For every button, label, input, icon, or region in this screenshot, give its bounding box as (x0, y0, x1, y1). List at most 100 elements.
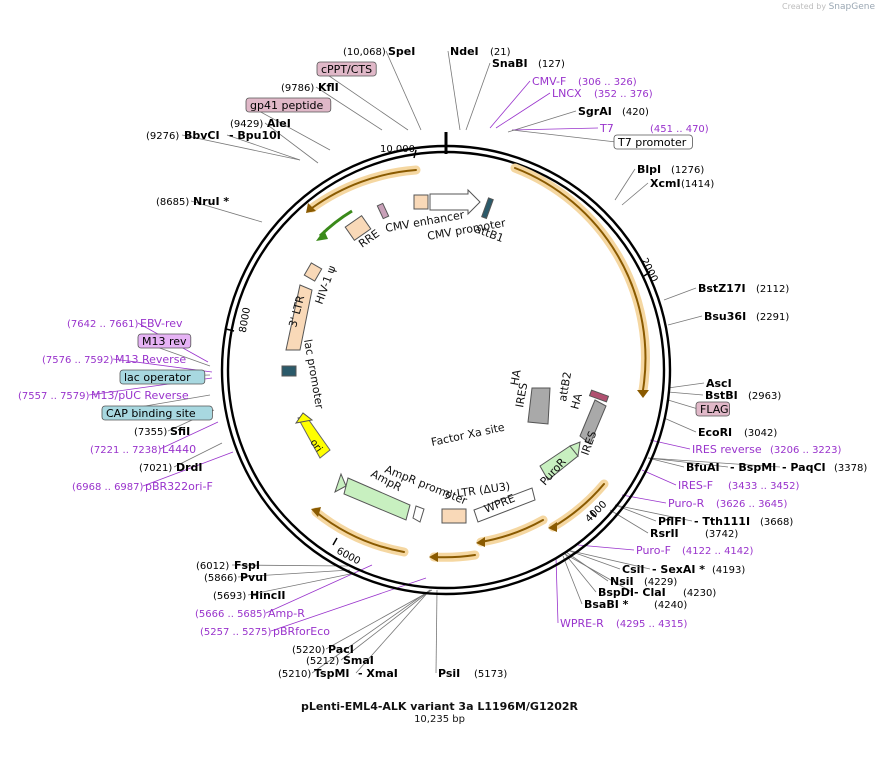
sgrai-position: (420) (622, 107, 649, 118)
tick-label-2000: 2000 (638, 256, 659, 284)
cap-binding-site-tag-box (101, 405, 213, 421)
bbvci-leader (181, 134, 301, 161)
orf-halo-5 (311, 507, 409, 557)
sgrai-label: SgrAI (578, 105, 612, 118)
rsrii-leader (609, 509, 649, 534)
bsabi-position: (4240) (654, 600, 687, 611)
bstz17i-leader (663, 287, 697, 301)
tth111i-position: (3668) (760, 517, 793, 528)
pflfi-leader (614, 504, 657, 522)
bsu36i-label: Bsu36I (704, 310, 746, 323)
cppt-cts-leader (318, 68, 409, 131)
gp41-peptide-tag-box (245, 97, 332, 113)
lncx-leader (495, 92, 551, 129)
bfuai-label: BfuAI (686, 461, 720, 474)
sexai-position: (4193) (712, 565, 745, 576)
bfuai-leader (647, 457, 685, 468)
tth111i-label: - Tth111I (694, 515, 750, 528)
tick-label-10000: 10,000 (380, 144, 415, 155)
sgrai-leader (507, 110, 577, 133)
ires-reverse-position: (3206 .. 3223) (770, 445, 842, 456)
tspmi-label: TspMI (314, 667, 350, 680)
sfii-label: SfiI (170, 425, 190, 438)
snabi-position: (127) (538, 59, 565, 70)
lac-promoter-label: lac promoter (301, 338, 326, 410)
fspi-label: FspI (234, 559, 260, 572)
blpi-leader (614, 168, 636, 201)
xmai-label: - XmaI (358, 667, 398, 680)
wpre-box (473, 487, 536, 523)
nrui-position: (8685) (156, 197, 189, 208)
orf-arrowhead-4 (429, 552, 438, 562)
ltr3-box (285, 284, 313, 351)
orf-arrowhead-5 (311, 507, 321, 517)
plasmid-name: pLenti-EML4-ALK variant 3a L1196M/G1202R (300, 700, 579, 713)
spei-position: (10,068) (343, 47, 386, 58)
snapgene-credit: Created by SnapGene (782, 2, 875, 12)
csii-label: CsiI (622, 563, 644, 576)
ndei-leader (447, 50, 461, 131)
tick-2000 (643, 271, 651, 277)
alei-position: (9429) (230, 119, 263, 130)
plasmid-size: 10,235 bp (414, 714, 465, 725)
tth111i-leader (614, 504, 693, 522)
ires-reverse-leader (649, 439, 691, 450)
m13-rev-label: M13 rev (142, 335, 187, 348)
bstz17i-position: (2112) (756, 284, 789, 295)
tick-10000 (413, 149, 417, 159)
orf-arrowhead-3 (476, 537, 485, 547)
tspmi-leader (311, 589, 431, 674)
bbvci-label: BbvCI (184, 129, 220, 142)
pbrforeco-position: (5257 .. 5275) (200, 627, 272, 638)
ndei-label: NdeI (450, 45, 479, 58)
hiv-psi-box (303, 262, 323, 282)
hincii-leader (247, 572, 356, 596)
ecori-label: EcoRI (698, 426, 732, 439)
wpre-r-label: WPRE-R (560, 617, 604, 630)
blpi-label: BlpI (637, 163, 661, 176)
l4440-leader (159, 421, 219, 450)
hincii-label: HincII (250, 589, 286, 602)
asci-label: AscI (706, 377, 732, 390)
lncx-label: LNCX (552, 87, 582, 100)
ires-box-2 (527, 387, 551, 425)
gp41-box (376, 202, 390, 220)
drdi-position: (7021) (139, 463, 172, 474)
cppt-cts-label: cPPT/CTS (321, 63, 372, 76)
xcmi-position: (1414) (681, 179, 714, 190)
tick-8000 (225, 328, 235, 332)
clai-leader (564, 553, 633, 593)
gp41-peptide-leader (247, 104, 331, 151)
bsu36i-leader (667, 315, 703, 326)
m13-puc-reverse-label: M13/pUC Reverse (91, 389, 189, 402)
pvui-leader (237, 569, 351, 578)
smai-leader (340, 589, 432, 661)
sfii-position: (7355) (134, 427, 167, 438)
m13-reverse-label: M13 Reverse (115, 353, 186, 366)
flag-tag-box (695, 401, 730, 417)
l4440-position: (7221 .. 7238) (90, 445, 162, 456)
orf-arrowhead-1 (637, 390, 649, 398)
flag-box (588, 389, 610, 403)
clai-position: (4230) (683, 588, 716, 599)
clai-label: - ClaI (634, 586, 666, 599)
ampr-box (343, 477, 411, 521)
spei-leader (385, 50, 422, 131)
wpre-r-position: (4295 .. 4315) (616, 619, 688, 630)
puro-r-position: (3626 .. 3645) (716, 499, 788, 510)
psii-leader (435, 589, 438, 674)
t7-position: (451 .. 470) (650, 124, 709, 135)
orf-halo-6 (307, 165, 421, 213)
xcmi-label: XcmI (650, 177, 681, 190)
t7-promoter-leader (511, 129, 617, 143)
rre-box (344, 215, 372, 241)
asci-leader (667, 382, 705, 389)
flag-label: FLAG (700, 403, 729, 416)
nrui-leader (190, 200, 263, 223)
bpu10i-leader (226, 134, 301, 161)
bstz17i-label: BstZ17I (698, 282, 746, 295)
puro-head (569, 441, 581, 458)
gp41-peptide-label: gp41 peptide (250, 99, 324, 112)
attb2-label: attB2 (556, 371, 574, 403)
